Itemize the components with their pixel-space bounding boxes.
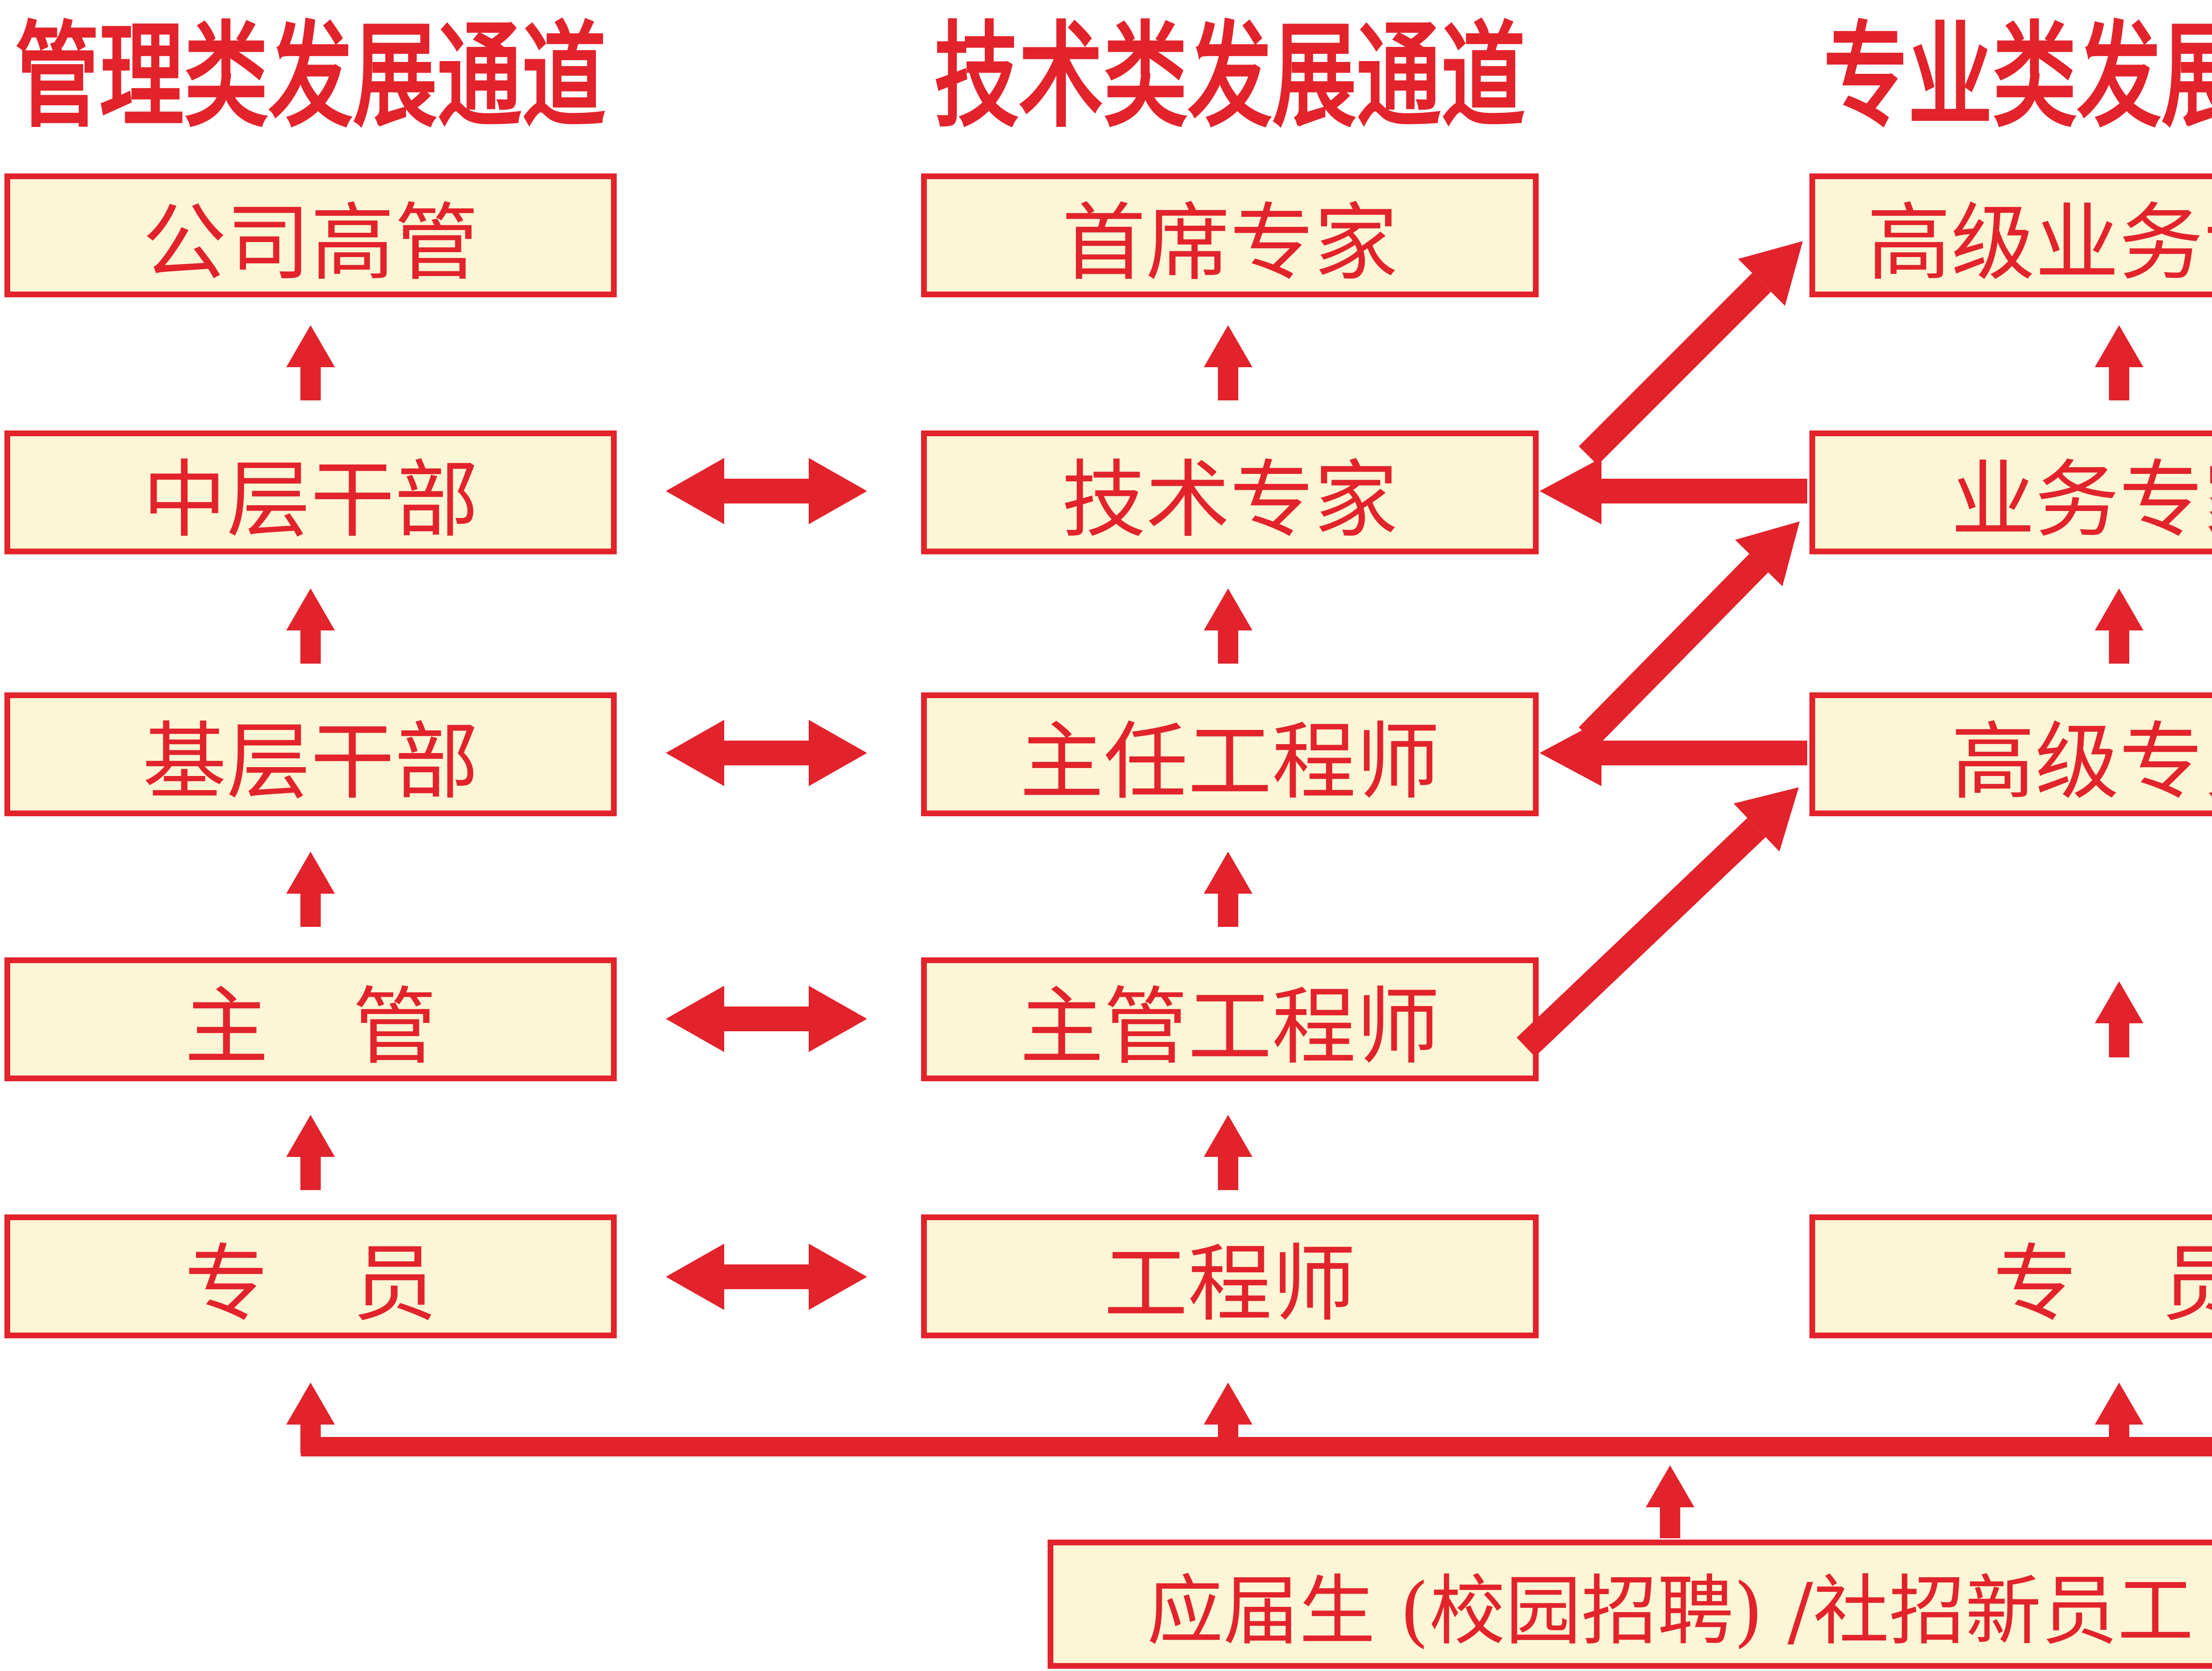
double-arrow-icon [666,986,867,1052]
box-chief-expert: 首席专家 [921,173,1539,297]
up-arrow-icon [1204,852,1252,927]
up-arrow-icon [1204,588,1252,664]
left-arrow-icon [1540,458,1807,524]
diagonal-arrow-icon [1565,217,1827,479]
up-arrow-icon [1204,325,1252,400]
double-arrow-icon [666,458,867,524]
entry-distribution-bar [301,1437,2212,1456]
box-business-expert: 业务专家 [1809,430,2212,554]
up-arrow-icon [2095,325,2143,400]
left-arrow-icon [1540,720,1807,786]
diagonal-arrow-icon [1503,763,1822,1071]
header-professional-track: 专业类发展通道 [1823,10,2212,143]
box-engineer: 工程师 [921,1214,1539,1338]
up-arrow-icon [286,325,335,400]
box-management-specialist: 专 员 [4,1214,617,1338]
box-professional-specialist: 专 员 [1809,1214,2212,1338]
box-middle-manager: 中层干部 [4,430,617,554]
up-arrow-icon [2095,981,2143,1057]
up-arrow-icon [286,852,335,927]
box-senior-business-expert: 高级业务专家 [1809,173,2212,297]
up-arrow-icon [286,1115,335,1190]
up-arrow-icon [1646,1465,1694,1538]
box-new-employee-entry: 应届生 (校园招聘) /社招新员工 [1048,1540,2212,1669]
up-arrow-icon [2095,588,2143,664]
double-arrow-icon [666,1244,867,1310]
box-supervisor: 主 管 [4,957,617,1081]
up-arrow-icon [286,1383,335,1453]
box-company-executive: 公司高管 [4,173,617,297]
box-senior-specialist: 高级专员 [1809,692,2212,816]
box-technical-expert: 技术专家 [921,430,1539,554]
double-arrow-icon [666,720,867,786]
up-arrow-icon [2095,1383,2143,1453]
box-chief-engineer: 主任工程师 [921,692,1539,816]
box-supervising-engineer: 主管工程师 [921,957,1539,1081]
box-grassroots-manager: 基层干部 [4,692,617,816]
up-arrow-icon [1204,1383,1252,1453]
header-management-track: 管理类发展通道 [15,10,607,143]
header-technical-track: 技术类发展通道 [934,10,1526,143]
up-arrow-icon [286,588,335,664]
up-arrow-icon [1204,1115,1252,1190]
